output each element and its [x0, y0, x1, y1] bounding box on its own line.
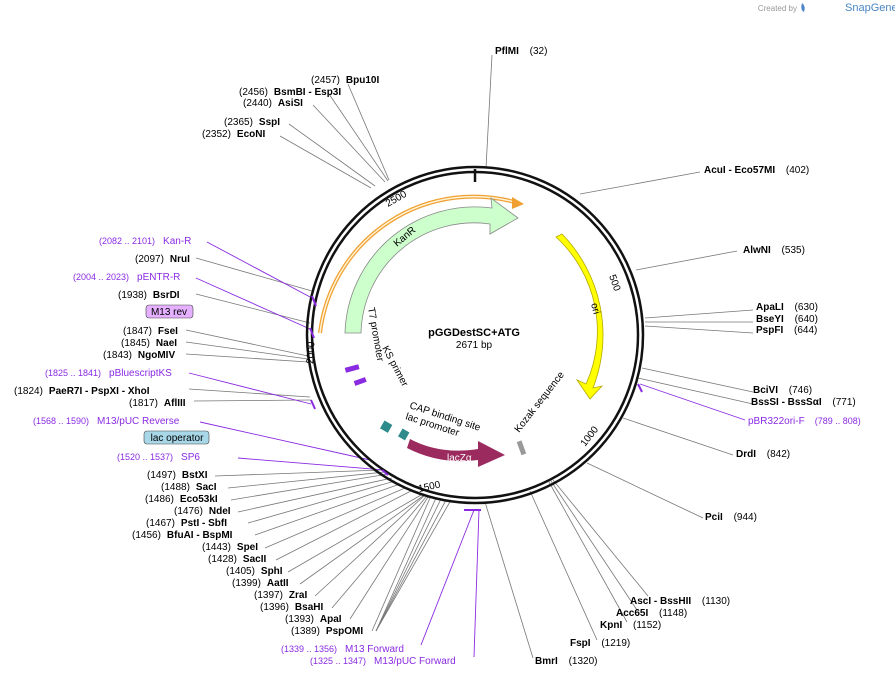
enzyme-label-aflii: (1817)AflIII [129, 398, 186, 409]
enzyme-label-bsssi: BssSI - BssSαI (771) [751, 397, 856, 408]
enzyme-label-bmri: BmrI (1320) [535, 656, 597, 667]
enzyme-label-asci: AscI - BssHII (1130) [630, 596, 730, 607]
enzyme-label-acui: AcuI - Eco57MI (402) [704, 165, 809, 176]
enzyme-label-saci: (1488)SacI [161, 482, 217, 493]
branding-created-by: Created by [758, 4, 797, 13]
enzyme-label-bsmbi: (2456)BsmBI - Esp3I [239, 87, 341, 98]
enzyme-label-bsrdi: (1938)BsrDI [118, 290, 180, 301]
m13rev-label: M13 rev [151, 307, 187, 318]
enzyme-label-apai: (1393)ApaI [285, 614, 342, 625]
ks-feature [353, 377, 367, 386]
enzyme-label-pcii: PciI (944) [705, 512, 757, 523]
snapgene-logo-icon [801, 3, 805, 12]
lacz-label: lacZα [447, 453, 472, 464]
enzyme-label-sspi: (2365)SspI [224, 117, 280, 128]
enzyme-label-pflmi: PflMI (32) [495, 46, 547, 57]
lacop-box [143, 430, 210, 445]
enzyme-label-econi: (2352)EcoNI [202, 129, 265, 140]
t7-feature [344, 364, 360, 373]
enzyme-label-fsei: (1847)FseI [123, 326, 178, 337]
enzyme-label-zrai: (1397)ZraI [254, 590, 307, 601]
enzyme-label-bsahi: (1396)BsaHI [260, 602, 323, 613]
kozak-mark [516, 440, 527, 456]
leader-lines [185, 54, 754, 659]
orange-arc-inner [319, 195, 519, 334]
enzyme-label-asisi: (2440)AsiSI [243, 98, 303, 109]
enzyme-label-sphi: (1405)SphI [226, 566, 283, 577]
primer-label-m13puc: (1568 .. 1590)M13/pUC Reverse [33, 416, 180, 427]
branding-product: SnapGene [845, 2, 895, 14]
enzyme-label-bfuai: (1456)BfuAI - BspMI [132, 530, 233, 541]
orange-arc-head [512, 197, 524, 209]
tick-500: 500 [606, 273, 622, 293]
enzyme-label-sacii: (1428)SacII [208, 554, 266, 565]
tick-1000: 1000 [579, 424, 602, 449]
kozak-label: Kozak sequence [513, 369, 567, 434]
primer-pentr-mark [309, 327, 315, 339]
plasmid-length: 2671 bp [456, 340, 493, 351]
cap-feature [380, 420, 393, 433]
ks-label: KS primer [379, 344, 410, 389]
enzyme-label-drdi: DrdI (842) [736, 449, 790, 460]
enzyme-label-bstxi: (1497)BstXI [147, 470, 208, 481]
enzyme-label-spei: (1443)SpeI [202, 542, 258, 553]
enzyme-label-ndei: (1476)NdeI [174, 506, 231, 517]
primer-label-pbks: (1825 .. 1841)pBluescriptKS [45, 368, 172, 379]
primer-pbr-mark [637, 383, 643, 393]
enzyme-label-pspomi: (1389)PspOMI [291, 626, 363, 637]
enzyme-label-fspi: FspI (1219) [570, 638, 630, 649]
tick-1500: 1500 [417, 479, 441, 494]
enzyme-label-nrui: (2097)NruI [135, 254, 190, 265]
primer-label-m13fwd: (1339 .. 1356)M13 Forward [281, 644, 404, 655]
enzyme-label-naei: (1845)NaeI [121, 338, 177, 349]
kanr-feature [344, 197, 519, 334]
m13rev-box [145, 304, 194, 319]
enzyme-label-apali: ApaLI (630) [756, 302, 818, 313]
enzyme-label-pspfi: PspFI (644) [756, 325, 817, 336]
plasmid-name: pGGDestSC+ATG [428, 327, 520, 339]
enzyme-label-bcivi: BciVI (746) [753, 385, 812, 396]
enzyme-label-eco53ki: (1486)Eco53kI [145, 494, 218, 505]
primer-pbks-mark [310, 399, 316, 410]
enzyme-label-bpu10i: (2457)Bpu10I [311, 75, 379, 86]
primer-labels: (2082 .. 2101)Kan-R (2004 .. 2023)pENTR-R… [33, 236, 861, 667]
enzyme-label-bseyi: BseYI (640) [756, 314, 818, 325]
lacz-feature [407, 439, 505, 467]
lacop-label: lac operator [151, 433, 204, 444]
tick-2000: 2000 [305, 341, 318, 364]
lacp-feature [398, 428, 410, 441]
enzyme-label-acc65i: Acc65I (1148) [616, 608, 687, 619]
primer-kanr-mark [311, 295, 317, 307]
enzyme-label-paer7i: (1824)PaeR7I - PspXI - XhoI [14, 386, 150, 397]
enzyme-label-ngomiv: (1843)NgoMIV [103, 350, 175, 361]
backbone-outer [305, 165, 645, 505]
primer-sp6-mark [381, 469, 389, 476]
primer-label-kanr: (2082 .. 2101)Kan-R [99, 236, 191, 247]
enzyme-label-psti: (1467)PstI - SbfI [146, 518, 227, 529]
primer-label-sp6: (1520 .. 1537)SP6 [117, 452, 200, 463]
enzyme-label-kpni: KpnI (1152) [600, 620, 661, 631]
primer-label-pbr: pBR322ori-F(789 .. 808) [748, 416, 861, 427]
enzyme-labels: PflMI (32) (2457)Bpu10I(2456)BsmBI - Esp3… [14, 46, 856, 667]
primer-label-pentr: (2004 .. 2023)pENTR-R [73, 272, 180, 283]
primer-label-m13pucf: (1325 .. 1347)M13/pUC Forward [310, 656, 456, 667]
primer-leader-lines [188, 241, 746, 658]
enzyme-label-alwni: AlwNI (535) [743, 245, 805, 256]
ori-feature [555, 233, 604, 400]
enzyme-label-aatii: (1399)AatII [232, 578, 289, 589]
ori-label: ori [588, 302, 602, 316]
